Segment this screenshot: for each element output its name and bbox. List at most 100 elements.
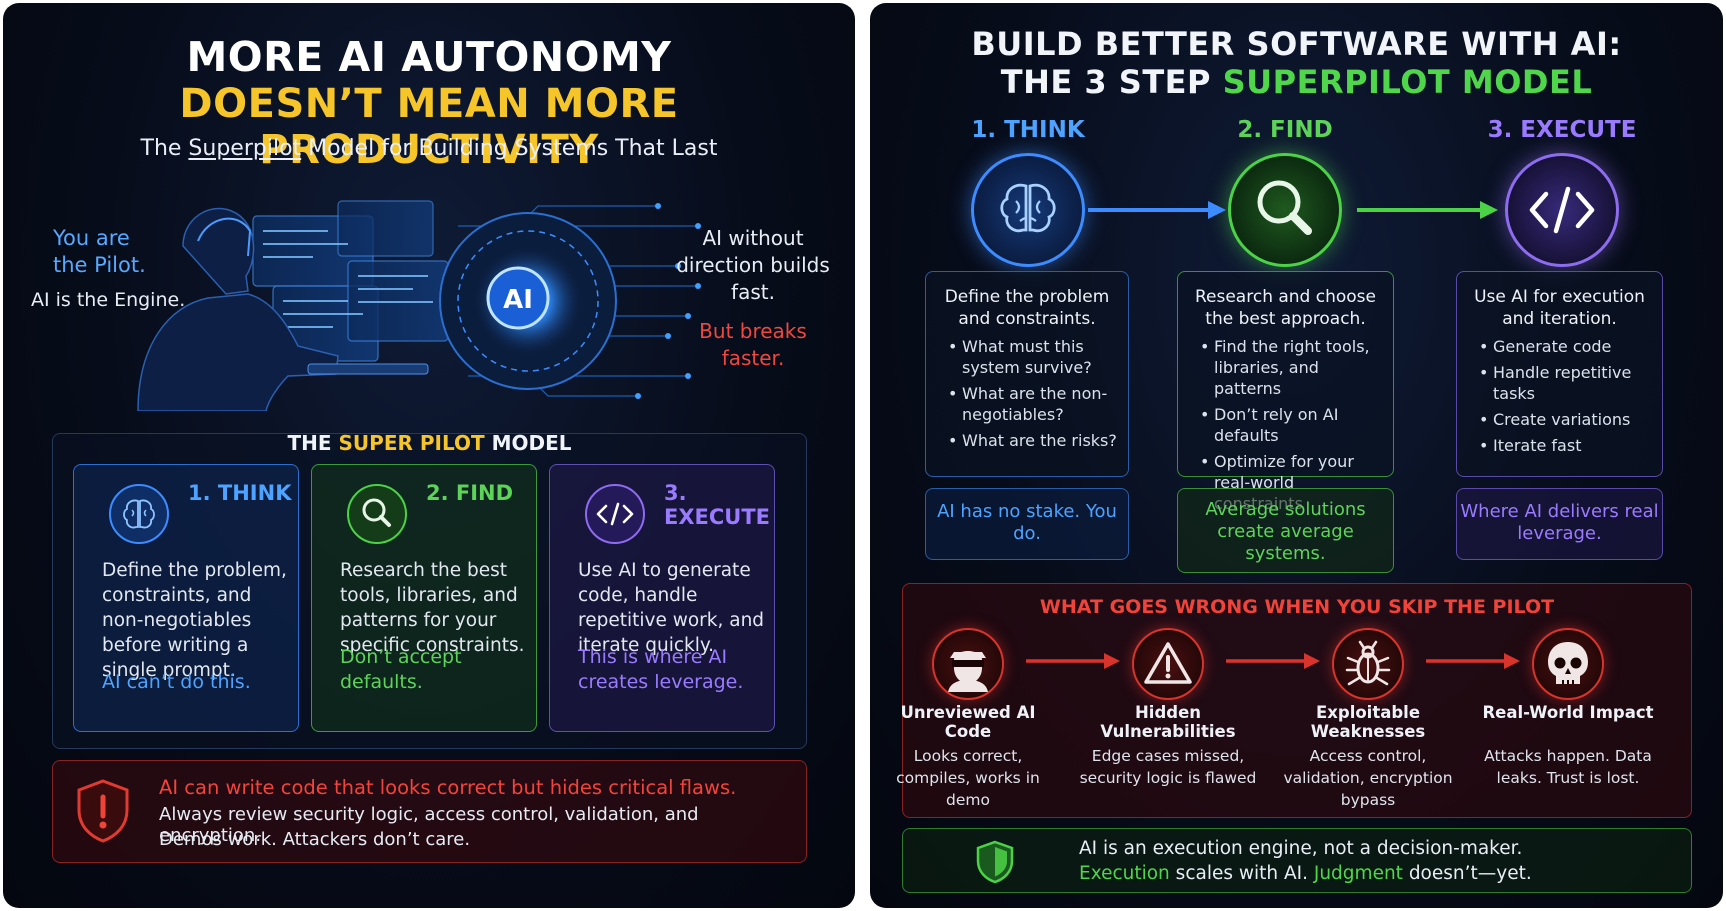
execute-card-note: This is where AI creates leverage.	[578, 646, 744, 693]
skip-pilot-failure-box	[902, 583, 1692, 818]
step-execute-label: 3. EXECUTE	[1487, 117, 1637, 143]
step-find-bullets: Find the right tools, libraries, and pat…	[1200, 336, 1387, 519]
closing-statement-box: AI is an execution engine, not a decisio…	[902, 828, 1692, 893]
step-execute-note: Where AI delivers real leverage.	[1460, 501, 1659, 544]
step-find-box: Research and choose the best approach. F…	[1177, 271, 1394, 513]
find-card-note: Don’t accept defaults.	[340, 646, 462, 693]
think-card: 1. THINK Define the problem, constraints…	[73, 464, 299, 732]
hacker-icon	[932, 628, 1004, 700]
left-subtitle: The Superpilot Model for Building System…	[3, 136, 855, 161]
failure-arrow-3	[1426, 653, 1520, 669]
right-infographic-panel: BUILD BETTER SOFTWARE WITH AI: THE 3 STE…	[870, 3, 1723, 908]
step-think-bullets: What must this system survive? What are …	[948, 336, 1122, 456]
brain-icon	[1000, 183, 1056, 233]
list-item: Don’t rely on AI defaults	[1200, 404, 1387, 446]
closing-execution-word: Execution	[1079, 863, 1170, 884]
list-item: Find the right tools, libraries, and pat…	[1200, 336, 1387, 399]
left-infographic-panel: MORE AI AUTONOMY DOESN’T MEAN MORE PRODU…	[3, 3, 855, 908]
right-title-line2: THE 3 STEP SUPERPILOT MODEL	[870, 63, 1723, 101]
ai-is-the-engine-text: AI is the Engine.	[31, 289, 186, 311]
execute-card: 3. EXECUTE Use AI to generate code, hand…	[549, 464, 775, 732]
left-title-line2: DOESN’T MEAN MORE PRODUCTIVITY	[179, 81, 679, 173]
engine-ai-chip: AI	[503, 285, 533, 315]
step-execute-circle	[1505, 153, 1619, 267]
brain-icon	[109, 484, 169, 544]
think-to-find-arrow	[1088, 201, 1226, 219]
shield-check-icon	[976, 840, 1014, 884]
failure-desc-impact: Attacks happen. Data leaks. Trust is los…	[1484, 747, 1652, 787]
failure-desc-unreviewed: Looks correct, compiles, works in demo	[896, 747, 1040, 809]
code-brackets-icon	[585, 484, 645, 544]
failure-desc-exploitable: Access control, validation, encryption b…	[1283, 747, 1453, 809]
step-think-heading: Define the problem and constraints.	[944, 287, 1110, 329]
list-item: What must this system survive?	[948, 336, 1122, 378]
list-item: Generate code	[1479, 336, 1656, 357]
step-find-label: 2. FIND	[1237, 117, 1333, 143]
model-title-post: MODEL	[484, 431, 572, 455]
closing-line2-mid: scales with AI.	[1169, 863, 1314, 884]
magnifier-icon	[1257, 180, 1312, 235]
step-think-label: 1. THINK	[971, 117, 1085, 143]
failure-arrow-1	[1026, 653, 1120, 669]
closing-judgment-word: Judgment	[1313, 863, 1403, 884]
step-think-circle	[971, 153, 1085, 267]
model-title-pre: THE	[287, 431, 339, 455]
closing-line1: AI is an execution engine, not a decisio…	[1079, 838, 1523, 859]
failure-label-impact: Real-World Impact	[1482, 703, 1654, 722]
but-breaks-faster-text: But breaks faster.	[699, 319, 807, 370]
failure-desc-hidden: Edge cases missed, security logic is fla…	[1079, 747, 1257, 787]
skull-icon	[1532, 628, 1604, 700]
find-card: 2. FIND Research the best tools, librari…	[311, 464, 537, 732]
step-find-heading: Research and choose the best approach.	[1194, 287, 1376, 329]
step-find-note: Average solutions create average systems…	[1205, 499, 1366, 564]
code-brackets-icon	[1529, 186, 1595, 234]
subtitle-superpilot: Superpilot	[188, 136, 302, 161]
list-item: Iterate fast	[1479, 435, 1656, 456]
security-warning-box: AI can write code that looks correct but…	[52, 760, 807, 863]
think-card-body: Define the problem, constraints, and non…	[102, 560, 287, 681]
you-are-the-pilot-text: You are the Pilot.	[53, 226, 146, 277]
step-think-note-box: AI has no stake. You do.	[925, 488, 1129, 560]
warning-headline: AI can write code that looks correct but…	[159, 776, 737, 799]
bug-icon	[1332, 628, 1404, 700]
warning-triangle-icon	[1132, 628, 1204, 700]
list-item: What are the risks?	[948, 430, 1122, 451]
list-item: Handle repetitive tasks	[1479, 362, 1656, 404]
closing-line2: Execution scales with AI. Judgment doesn…	[1079, 863, 1532, 884]
step-think-box: Define the problem and constraints. What…	[925, 271, 1129, 477]
step-execute-bullets: Generate code Handle repetitive tasks Cr…	[1479, 336, 1656, 461]
magnifier-icon	[347, 484, 407, 544]
shield-alert-icon	[77, 779, 129, 843]
failure-arrow-2	[1226, 653, 1320, 669]
step-execute-heading: Use AI for execution and iteration.	[1474, 287, 1645, 329]
failure-label-unreviewed: Unreviewed AI Code	[900, 703, 1036, 741]
pilot-engine-illustration: AI	[137, 200, 701, 411]
step-execute-note-box: Where AI delivers real leverage.	[1456, 488, 1663, 560]
skip-pilot-title: WHAT GOES WRONG WHEN YOU SKIP THE PILOT	[1039, 596, 1555, 618]
failure-label-exploitable: Exploitable Weaknesses	[1310, 703, 1426, 741]
warning-line2: Always review security logic, access con…	[159, 804, 699, 846]
execute-card-body: Use AI to generate code, handle repetiti…	[578, 560, 765, 656]
superpilot-model-title: THE SUPER PILOT MODEL	[52, 431, 807, 455]
find-card-title: 2. FIND	[426, 481, 514, 505]
right-title-highlight: SUPERPILOT MODEL	[1222, 63, 1593, 101]
right-title-pre: THE 3 STEP	[1000, 63, 1223, 101]
step-find-circle	[1228, 153, 1342, 267]
list-item: What are the non-negotiables?	[948, 383, 1122, 425]
failure-label-hidden: Hidden Vulnerabilities	[1100, 703, 1236, 741]
step-execute-box: Use AI for execution and iteration. Gene…	[1456, 271, 1663, 477]
ai-without-direction-text: AI without direction builds fast.	[676, 226, 830, 304]
think-card-note: AI can’t do this.	[102, 671, 251, 693]
model-title-highlight: SUPER PILOT	[338, 431, 485, 455]
left-title-line1: MORE AI AUTONOMY	[186, 33, 672, 81]
subtitle-pre: The	[140, 136, 189, 161]
find-card-body: Research the best tools, libraries, and …	[340, 560, 525, 656]
find-to-execute-arrow	[1357, 201, 1498, 219]
list-item: Create variations	[1479, 409, 1656, 430]
warning-line3: Demos work. Attackers don’t care.	[159, 829, 471, 850]
step-think-note: AI has no stake. You do.	[937, 501, 1117, 544]
closing-line2-end: doesn’t—yet.	[1402, 863, 1532, 884]
right-title-line1: BUILD BETTER SOFTWARE WITH AI:	[971, 25, 1622, 63]
think-card-title: 1. THINK	[188, 481, 292, 505]
subtitle-post: Model for Building Systems That Last	[301, 136, 718, 161]
